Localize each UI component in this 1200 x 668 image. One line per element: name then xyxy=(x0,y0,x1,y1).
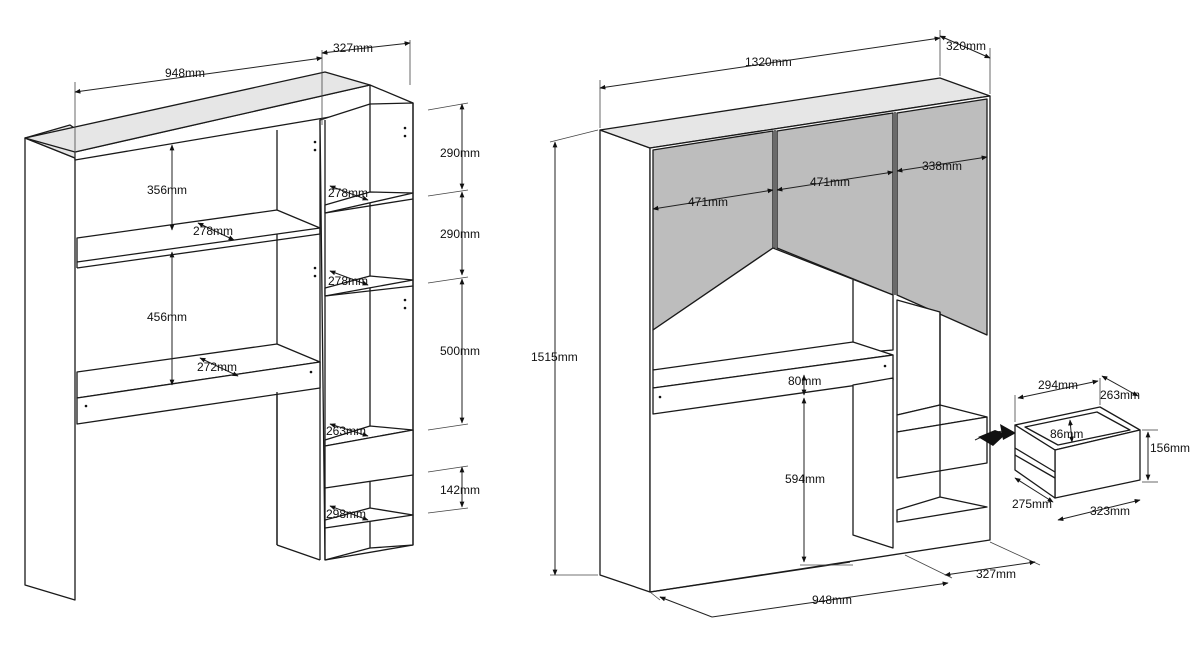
drawer-detail-drawing xyxy=(1014,406,1141,499)
drawer-height-label: 156mm xyxy=(1150,441,1190,455)
column-drawer-front xyxy=(324,429,414,489)
right-desk-leg xyxy=(852,377,894,549)
desk-thickness-label: 80mm xyxy=(788,374,821,388)
drawer-depth-label: 263mm xyxy=(1100,388,1140,402)
right-total-width-label: 1320mm xyxy=(745,55,792,69)
detail-arrow-head xyxy=(1000,424,1016,440)
right-base-depth-label: 327mm xyxy=(976,567,1016,581)
door-right xyxy=(896,98,988,336)
left-shelf-depth-label: 278mm xyxy=(193,224,233,238)
detail-arrow-body xyxy=(978,430,1006,446)
door-left-width-label: 471mm xyxy=(688,195,728,209)
left-unit-dimensions: 948mm 327mm 356mm 278mm 456mm 272mm 278m… xyxy=(74,40,480,521)
left-unit-drawing xyxy=(24,71,414,601)
right-total-depth-label: 320mm xyxy=(946,39,986,53)
column-base-shelf-label: 298mm xyxy=(326,507,366,521)
left-depth-label: 327mm xyxy=(333,41,373,55)
left-width-label: 948mm xyxy=(165,66,205,80)
door-mid-width-label: 471mm xyxy=(810,175,850,189)
column-low-height-label: 500mm xyxy=(440,344,480,358)
column-shelf-a-label: 278mm xyxy=(328,186,368,200)
drawer-width-label: 294mm xyxy=(1038,378,1078,392)
drawer-inner-rim xyxy=(1024,411,1131,446)
left-side-panel xyxy=(24,137,76,601)
drawer-inner-height-label: 86mm xyxy=(1050,427,1083,441)
desk-recess xyxy=(652,247,894,371)
left-desk-depth-label: 272mm xyxy=(197,360,237,374)
right-unit-side-panel xyxy=(599,129,651,593)
column-mid-height-label: 290mm xyxy=(440,227,480,241)
right-height-label: 1515mm xyxy=(531,350,578,364)
drawer-detail-dimensions: 294mm 263mm 86mm 156mm 275mm 323mm xyxy=(1012,375,1190,522)
drawer-outer-width-label: 323mm xyxy=(1090,504,1130,518)
right-unit-drawing xyxy=(599,77,991,593)
right-base-width-label: 948mm xyxy=(812,593,852,607)
left-lower-gap-label: 456mm xyxy=(147,310,187,324)
desk-front xyxy=(76,361,321,425)
drawer-outer-depth-label: 275mm xyxy=(1012,497,1052,511)
column-top-height-label: 290mm xyxy=(440,146,480,160)
left-upper-gap-label: 356mm xyxy=(147,183,187,197)
column-drawer-shelf-label: 263mm xyxy=(326,424,366,438)
side-bottom-shelf xyxy=(896,496,988,523)
door-right-width-label: 338mm xyxy=(922,159,962,173)
desk-height-label: 594mm xyxy=(785,472,825,486)
side-drawer-front xyxy=(896,416,988,479)
column-bottom-height-label: 142mm xyxy=(440,483,480,497)
column-shelf-b-label: 278mm xyxy=(328,274,368,288)
right-column xyxy=(319,102,414,561)
side-column-upper xyxy=(896,299,941,416)
right-unit-dimensions: 1320mm 320mm 1515mm 471mm 471mm 338mm 80… xyxy=(531,30,1041,618)
